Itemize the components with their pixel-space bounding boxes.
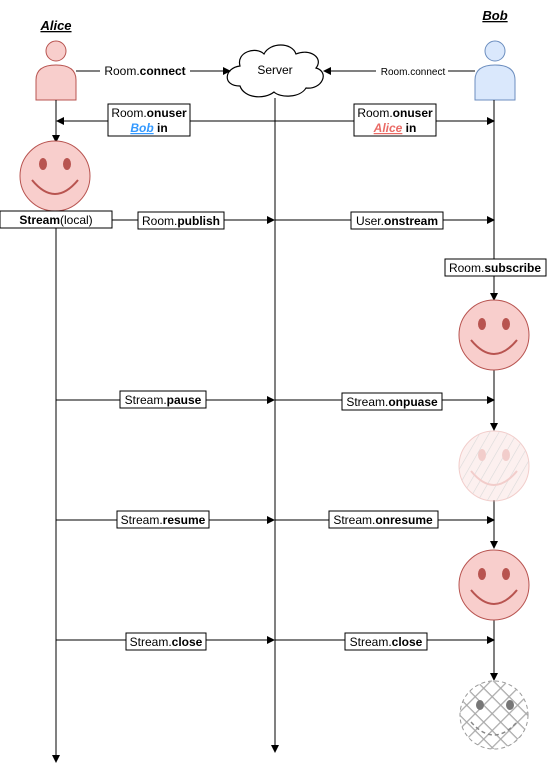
closed-smiley-icon xyxy=(459,680,529,750)
bob-link[interactable]: Bob xyxy=(130,121,153,135)
onresume-label: Stream.onresume xyxy=(333,513,433,527)
alice-link[interactable]: Alice xyxy=(373,121,403,135)
alice-connect-label: Room.connect xyxy=(104,64,185,78)
pause-box xyxy=(119,390,207,409)
onuser-left-line1: Room.onuser xyxy=(111,106,187,120)
onuser-left-box xyxy=(107,103,191,137)
resume-label: Stream.resume xyxy=(121,513,206,527)
bob-connect-bg xyxy=(376,63,448,79)
onuser-right-box xyxy=(353,103,437,137)
alice-person-icon xyxy=(35,40,77,101)
onresume-box xyxy=(328,510,439,529)
close-right-box xyxy=(344,632,428,651)
alice-connect-bg xyxy=(100,63,190,79)
close-left-label: Stream.close xyxy=(130,635,203,649)
resume-box xyxy=(116,510,210,529)
onuser-right-line1: Room.onuser xyxy=(357,106,433,120)
onstream-box xyxy=(350,211,444,230)
subscribe-label: Room.subscribe xyxy=(449,261,541,275)
pause-label: Stream.pause xyxy=(125,393,202,407)
onpause-label: Stream.onpuase xyxy=(346,395,438,409)
subscribe-box xyxy=(444,258,547,277)
close-left-box xyxy=(125,632,207,651)
stream-local-label: Stream(local) xyxy=(19,213,92,227)
bob-smiley-icon xyxy=(458,299,530,371)
publish-box xyxy=(137,211,225,230)
onuser-left-line2: Bob in xyxy=(130,121,167,135)
onstream-label: User.onstream xyxy=(356,214,438,228)
resumed-smiley-icon xyxy=(458,549,530,621)
bob-connect-label: Room.connect xyxy=(381,67,446,78)
onpause-box xyxy=(341,392,443,411)
onuser-right-line2: Alice in xyxy=(373,121,417,135)
server-label: Server xyxy=(257,63,292,77)
bob-person-icon xyxy=(474,40,516,101)
alice-smiley-icon xyxy=(19,140,91,212)
paused-smiley-icon xyxy=(458,430,530,502)
alice-title: Alice xyxy=(39,18,71,33)
publish-label: Room.publish xyxy=(142,214,220,228)
server-cloud-icon xyxy=(226,44,324,98)
bob-title: Bob xyxy=(482,8,507,23)
close-right-label: Stream.close xyxy=(350,635,423,649)
